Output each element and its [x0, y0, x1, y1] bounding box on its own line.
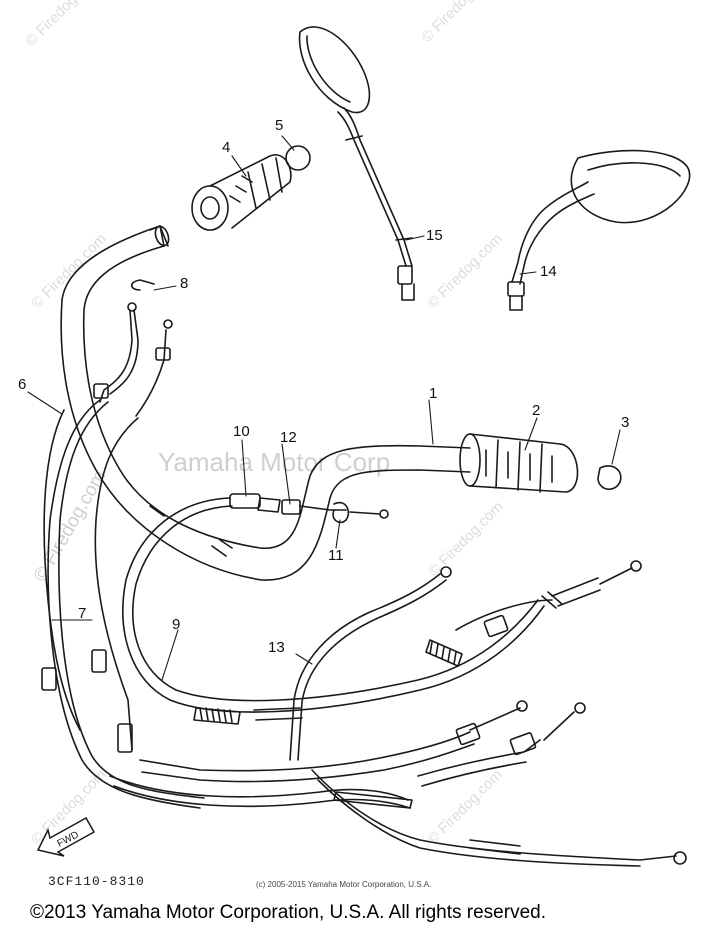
- callout-14: 14: [540, 263, 557, 280]
- callout-3: 3: [621, 414, 630, 431]
- callout-13: 13: [268, 639, 285, 656]
- watermark-center: Yamaha Motor Corp: [158, 447, 391, 477]
- mirror-left: [298, 26, 415, 301]
- clutch-cable: [122, 497, 545, 725]
- callout-6: 6: [18, 376, 27, 393]
- fwd-arrow-icon: FWD: [36, 816, 96, 857]
- callout-2: 2: [532, 402, 541, 419]
- choke-cable: [289, 560, 642, 761]
- figure-code: 3CF110-8310: [48, 874, 145, 889]
- callout-12: 12: [280, 429, 297, 446]
- handlebar: [60, 225, 471, 581]
- callout-7: 7: [78, 605, 87, 622]
- left-grip: [191, 145, 311, 231]
- throttle-cables: [41, 279, 205, 809]
- callout-1: 1: [429, 385, 438, 402]
- small-copyright: (c) 2005-2015 Yamaha Motor Corporation, …: [256, 880, 432, 889]
- mirror-right: [507, 149, 691, 311]
- throttle-housing: [229, 493, 389, 524]
- callout-9: 9: [172, 616, 181, 633]
- leader-lines: [27, 135, 621, 681]
- footer-copyright: ©2013 Yamaha Motor Corporation, U.S.A. A…: [30, 902, 546, 923]
- callout-11: 11: [328, 547, 344, 564]
- callout-10: 10: [233, 423, 250, 440]
- callout-5: 5: [275, 117, 284, 134]
- callout-15: 15: [426, 227, 443, 244]
- right-grip: [459, 433, 622, 493]
- lower-cables: [109, 700, 687, 867]
- callout-4: 4: [222, 139, 231, 156]
- callout-8: 8: [180, 275, 189, 292]
